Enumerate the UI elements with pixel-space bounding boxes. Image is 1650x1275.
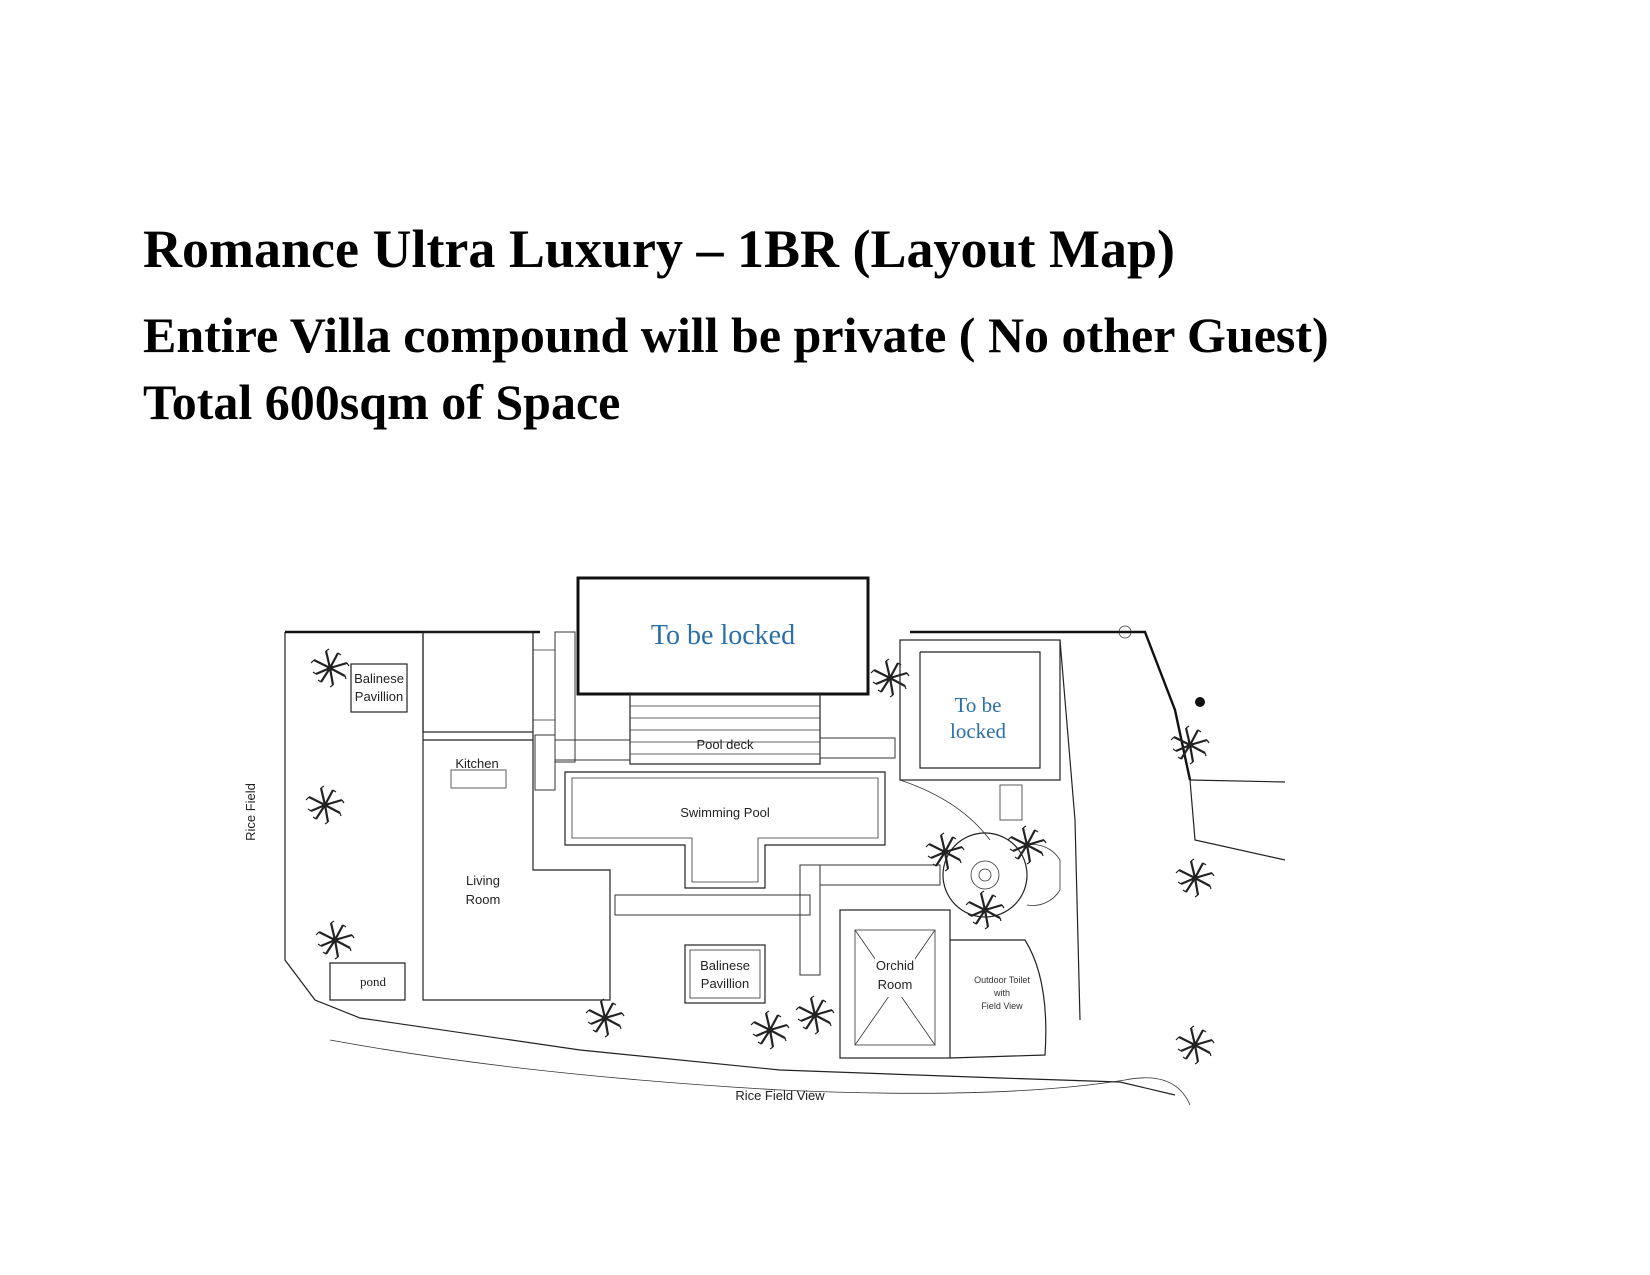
pool-deck: Pool deck bbox=[629, 693, 821, 765]
balinese-mid-label-1: Balinese bbox=[700, 958, 750, 973]
toilet-label-1: Outdoor Toilet bbox=[974, 975, 1030, 985]
locked-room-right: To be locked bbox=[899, 639, 1081, 1021]
toilet-label-3: Field View bbox=[981, 1001, 1023, 1011]
page-title: Romance Ultra Luxury – 1BR (Layout Map) bbox=[143, 219, 1175, 279]
balinese-pavillion-top: Balinese Pavillion bbox=[350, 663, 408, 713]
locked-right-label-1: To be bbox=[955, 693, 1002, 717]
pond: pond bbox=[329, 962, 406, 1001]
pond-label: pond bbox=[360, 974, 387, 989]
swimming-pool-label: Swimming Pool bbox=[680, 805, 770, 820]
locked-room-top: To be locked bbox=[576, 576, 870, 696]
stepping-stones bbox=[534, 631, 941, 976]
orchid-room: Orchid Room bbox=[839, 909, 951, 1059]
locked-room-top-label: To be locked bbox=[651, 620, 795, 651]
toilet-label-2: with bbox=[993, 988, 1010, 998]
house-walls bbox=[285, 630, 611, 1001]
balinese-pavillion-middle: Balinese Pavillion bbox=[684, 944, 766, 1004]
living-room-label-2: Room bbox=[466, 892, 501, 907]
site-boundary bbox=[284, 625, 1286, 1106]
pool-deck-label: Pool deck bbox=[696, 737, 754, 752]
privacy-note: Entire Villa compound will be private ( … bbox=[143, 307, 1329, 363]
garden-circle bbox=[942, 832, 1061, 918]
balinese-top-label-2: Pavillion bbox=[355, 689, 403, 704]
balinese-mid-label-2: Pavillion bbox=[701, 976, 749, 991]
locked-right-label-2: locked bbox=[950, 719, 1006, 743]
outdoor-toilet: Outdoor Toilet with Field View bbox=[949, 939, 1047, 1059]
area-note: Total 600sqm of Space bbox=[143, 374, 621, 430]
rice-field-view-label: Rice Field View bbox=[735, 1088, 825, 1103]
balinese-top-label-1: Balinese bbox=[354, 671, 404, 686]
kitchen-label: Kitchen bbox=[455, 756, 498, 771]
palm-trees bbox=[304, 647, 1216, 1066]
orchid-room-label-2: Room bbox=[878, 977, 913, 992]
rice-field-label: Rice Field bbox=[243, 783, 258, 841]
swimming-pool: Swimming Pool bbox=[564, 771, 886, 889]
orchid-room-label-1: Orchid bbox=[876, 958, 914, 973]
living-room-label-1: Living bbox=[466, 873, 500, 888]
